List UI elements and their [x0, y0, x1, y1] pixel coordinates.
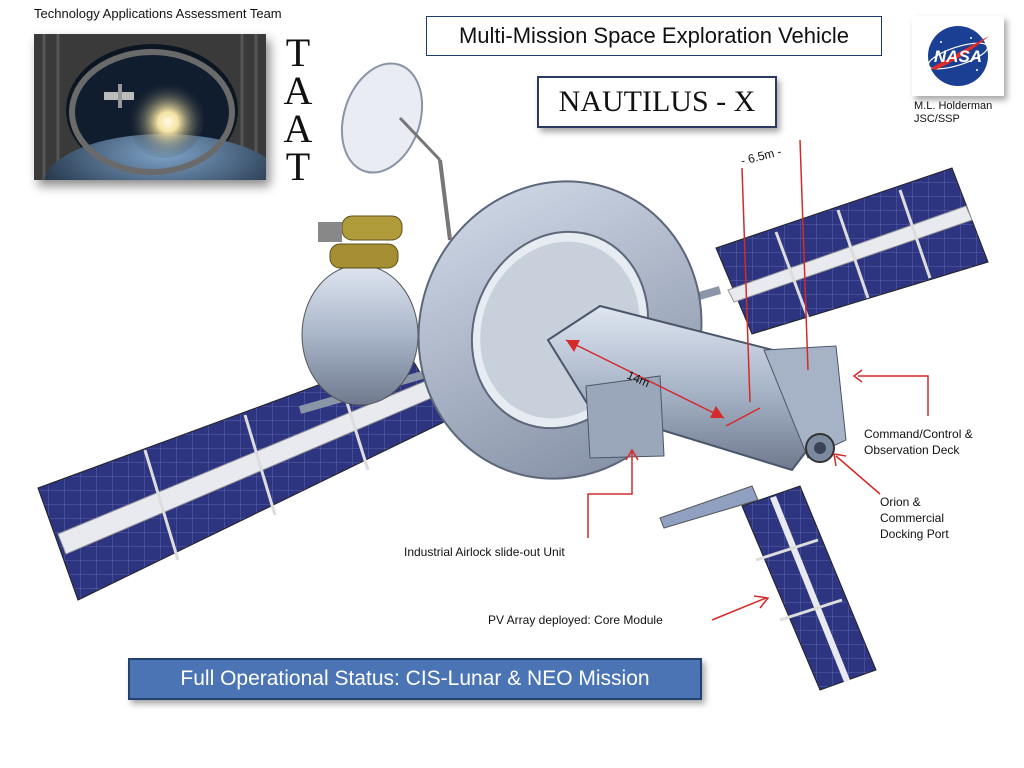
docking-port-callout: Orion & Commercial Docking Port	[880, 494, 949, 542]
author-credit: M.L. Holderman JSC/SSP	[914, 100, 992, 126]
acronym-letter: T	[285, 30, 311, 75]
author-name: M.L. Holderman	[914, 100, 993, 112]
status-banner: Full Operational Status: CIS-Lunar & NEO…	[128, 658, 702, 700]
acronym-letter: A	[283, 68, 313, 113]
command-deck-callout: Command/Control & Observation Deck	[864, 426, 973, 458]
space-window-image	[34, 34, 266, 180]
height-dimension-label: - 6.5m -	[739, 144, 783, 168]
callout-line: Commercial	[880, 511, 945, 525]
pv-array-callout: PV Array deployed: Core Module	[488, 613, 663, 627]
propellant-tanks	[301, 215, 419, 406]
callout-line: Command/Control &	[864, 427, 973, 441]
callout-line: Observation Deck	[864, 443, 960, 457]
author-org: JSC/SSP	[914, 113, 960, 125]
nasa-logo: NASA	[912, 16, 1004, 96]
callout-line: Orion &	[880, 495, 921, 509]
acronym-letter: T	[285, 144, 311, 189]
acronym-letter: A	[283, 106, 313, 151]
callout-line: Docking Port	[880, 527, 949, 541]
core-pv-array	[659, 485, 877, 691]
antenna-dish	[340, 62, 452, 241]
core-module	[546, 304, 847, 472]
logo-lettering: NASA	[934, 47, 982, 66]
airlock-callout: Industrial Airlock slide-out Unit	[404, 545, 565, 559]
acronym-vertical: T A A T	[278, 30, 318, 189]
page-title: NAUTILUS - X	[537, 76, 777, 128]
subtitle: Multi-Mission Space Exploration Vehicle	[426, 16, 882, 56]
callout-leaders	[587, 369, 929, 621]
team-name: Technology Applications Assessment Team	[34, 6, 282, 21]
solar-array-upper-right	[715, 167, 989, 335]
